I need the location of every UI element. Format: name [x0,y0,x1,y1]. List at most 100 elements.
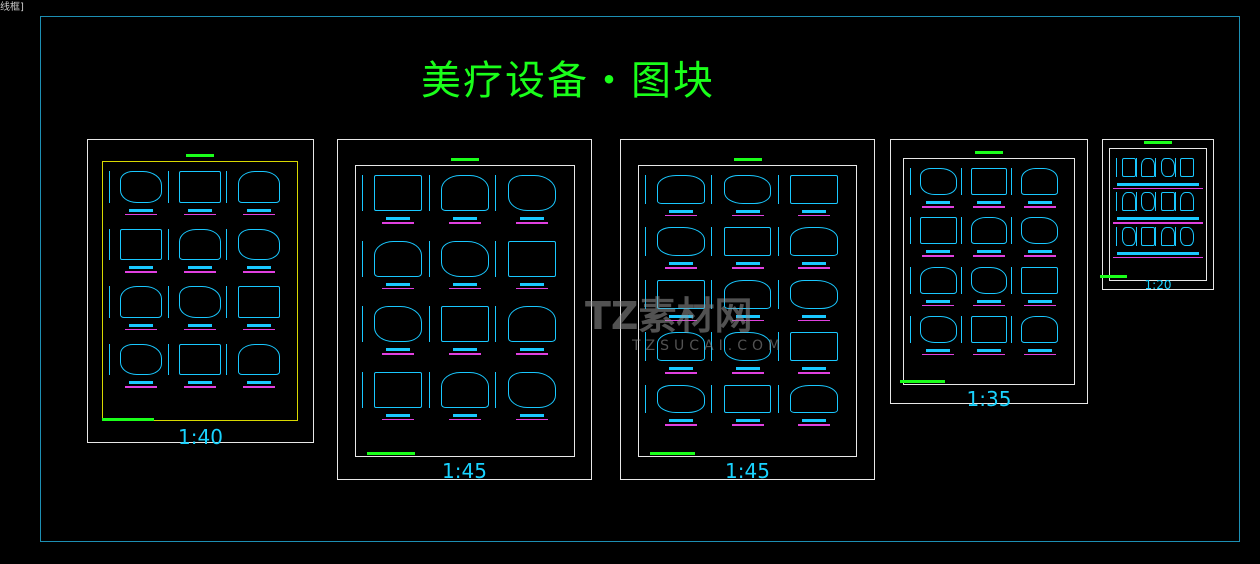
equipment-block[interactable] [657,332,706,361]
equipment-block[interactable] [657,175,706,204]
equipment-block[interactable] [920,266,957,294]
block-label [926,201,951,205]
equipment-block[interactable] [374,306,423,343]
equipment-block[interactable] [789,175,838,204]
equipment-block[interactable] [237,343,280,376]
equipment-block[interactable] [723,175,772,204]
block-label-underline [382,222,415,224]
equipment-block[interactable] [789,332,838,361]
equipment-block[interactable] [1121,192,1136,212]
equipment-block[interactable] [1180,158,1195,177]
equipment-block[interactable] [657,384,706,414]
equipment-block[interactable] [970,217,1008,245]
dimension-line [645,175,646,204]
equipment-block[interactable] [723,384,772,414]
block-label-underline [797,267,830,269]
equipment-block[interactable] [507,175,556,212]
block-label [669,419,694,423]
scale-label: 1:40 [178,425,223,449]
sheet-footer-bar [1100,275,1127,278]
equipment-block[interactable] [920,168,957,196]
equipment-block[interactable] [120,171,163,203]
drawing-sheet-3[interactable] [620,139,875,480]
dimension-line [711,175,713,204]
equipment-block[interactable] [507,306,556,343]
block-label-underline [382,287,415,290]
equipment-block[interactable] [1121,226,1136,246]
equipment-block[interactable] [441,306,489,343]
block-label-underline [449,418,481,421]
dimension-line [362,306,363,343]
equipment-block[interactable] [178,343,222,376]
equipment-block[interactable] [1021,266,1058,294]
equipment-block[interactable] [723,332,772,361]
equipment-block[interactable] [970,266,1008,294]
equipment-block[interactable] [920,217,957,245]
block-label [735,419,760,423]
block-label [926,299,951,303]
equipment-block[interactable] [237,171,280,203]
equipment-block[interactable] [1141,226,1156,246]
equipment-block[interactable] [970,315,1008,343]
equipment-block[interactable] [1160,226,1175,246]
block-label-underline [665,372,698,374]
block-label-underline [184,386,216,388]
equipment-block[interactable] [1021,315,1058,343]
equipment-block[interactable] [441,371,489,408]
equipment-block[interactable] [1021,217,1058,245]
drawing-sheet-4[interactable] [890,139,1088,404]
equipment-block[interactable] [120,343,163,376]
equipment-block[interactable] [1180,226,1195,246]
drawing-sheet-1[interactable] [87,139,314,443]
equipment-block[interactable] [374,371,423,408]
equipment-block[interactable] [120,228,163,261]
equipment-block[interactable] [657,227,706,257]
equipment-block[interactable] [1141,158,1156,177]
equipment-block[interactable] [507,371,556,408]
equipment-block[interactable] [1160,192,1175,212]
equipment-block[interactable] [723,227,772,257]
dimension-line [428,175,430,212]
equipment-block[interactable] [374,240,423,277]
equipment-block[interactable] [789,227,838,257]
equipment-block[interactable] [237,286,280,318]
equipment-block[interactable] [120,286,163,318]
block-label [246,323,271,327]
block-label-underline [797,214,830,217]
equipment-block[interactable] [920,315,957,343]
equipment-block[interactable] [789,384,838,414]
equipment-block[interactable] [970,168,1008,196]
equipment-block[interactable] [507,240,556,277]
equipment-block[interactable] [1141,192,1156,212]
dimension-line [777,175,779,204]
equipment-block[interactable] [441,175,489,212]
dimension-line [1011,315,1013,343]
block-label [1116,217,1141,221]
block-label-underline [1112,222,1145,224]
equipment-block[interactable] [237,228,280,261]
equipment-block[interactable] [178,171,222,203]
equipment-block[interactable] [178,228,222,261]
equipment-block[interactable] [374,175,423,212]
equipment-block[interactable] [1160,158,1175,177]
sheet-header-bar [1144,141,1172,144]
equipment-block[interactable] [441,240,489,277]
equipment-block[interactable] [1021,168,1058,196]
equipment-block[interactable] [1180,192,1195,212]
block-label [129,208,154,212]
block-label [519,217,544,221]
dimension-line [1174,226,1176,246]
equipment-block[interactable] [789,279,838,309]
block-label-underline [184,271,216,273]
equipment-block[interactable] [178,286,222,318]
block-label [519,413,544,417]
equipment-block[interactable] [723,279,772,309]
dimension-line [167,171,169,203]
drawing-sheet-2[interactable] [337,139,592,480]
equipment-block[interactable] [1121,158,1136,177]
equipment-block[interactable] [657,279,706,309]
block-label [188,208,212,212]
block-label [735,209,760,213]
drawing-sheet-5[interactable] [1102,139,1214,290]
sheet-footer-bar [650,452,695,455]
